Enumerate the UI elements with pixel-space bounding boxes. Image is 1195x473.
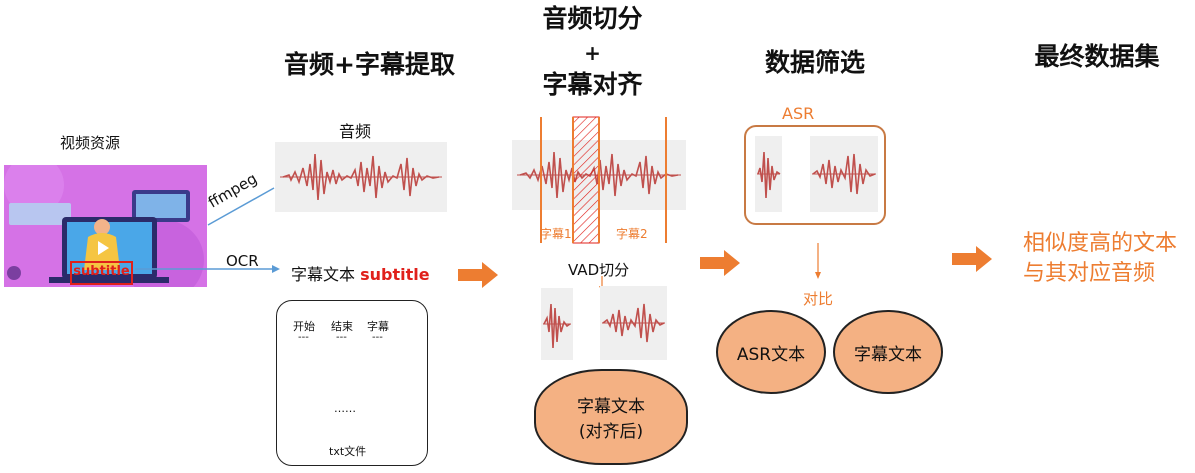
table-header-subtitle: 字幕 xyxy=(367,320,389,333)
split-waveform-1 xyxy=(541,288,573,360)
video-source-image: subtitle xyxy=(4,165,207,287)
audio-label: 音频 xyxy=(338,122,371,141)
table-header-end: 结束 xyxy=(331,320,353,333)
stage-title-align-line2: 字幕对齐 xyxy=(542,70,643,99)
table-dash-subtitle: --- xyxy=(372,332,383,343)
subtitle-text-prefix: 字幕文本 xyxy=(291,265,356,284)
final-dataset-text: 相似度高的文本 与其对应音频 xyxy=(1023,229,1177,289)
split-waveform-2 xyxy=(600,286,667,360)
vad-label: VAD切分 xyxy=(568,261,630,279)
segment-label-1: 字幕1 xyxy=(540,227,572,241)
table-header-start: 开始 xyxy=(293,320,315,333)
table-dash-start: --- xyxy=(298,332,309,343)
asr-text-blob: ASR文本 xyxy=(716,310,826,394)
aligned-subtitle-line2: (对齐后) xyxy=(578,422,644,442)
ocr-arrowhead xyxy=(272,265,280,273)
video-source-label: 视频资源 xyxy=(59,134,120,152)
asr-label: ASR xyxy=(782,104,815,123)
stage-title-align-line1: 音频切分 xyxy=(542,4,643,33)
filter-subtitle-text-label: 字幕文本 xyxy=(854,344,922,365)
compare-arrowhead xyxy=(815,272,821,279)
final-dataset-line1: 相似度高的文本 xyxy=(1023,231,1178,256)
segment-label-2: 字幕2 xyxy=(616,227,648,241)
compare-label: 对比 xyxy=(803,290,834,308)
subtitle-text-label: 字幕文本 subtitle xyxy=(291,261,430,285)
stage-title-filter: 数据筛选 xyxy=(764,48,865,77)
table-dash-end: --- xyxy=(336,332,347,343)
ocr-label: OCR xyxy=(226,252,259,270)
audio-waveform xyxy=(275,142,447,212)
stage-arrow-2 xyxy=(700,250,740,276)
aligned-subtitle-text: 字幕文本 (对齐后) xyxy=(577,392,645,442)
subtitle-tag: subtitle xyxy=(73,264,130,279)
txt-file-box: 开始 结束 字幕 --- --- --- …… txt文件 xyxy=(276,300,428,466)
table-ellipsis: …… xyxy=(334,402,356,415)
asr-box xyxy=(744,125,886,225)
stage-arrow-1 xyxy=(458,262,498,288)
aligned-subtitle-line1: 字幕文本 xyxy=(577,397,645,417)
stage-title-extract: 音频+字幕提取 xyxy=(284,50,455,79)
aligned-subtitle-blob: 字幕文本 (对齐后) xyxy=(534,369,688,465)
subtitle-highlight-box xyxy=(70,261,133,285)
stage-arrow-3 xyxy=(952,246,992,272)
asr-waveform-2 xyxy=(810,136,878,212)
ffmpeg-label: ffmpeg xyxy=(205,169,261,212)
txt-file-label: txt文件 xyxy=(329,445,367,458)
subtitle-text-blob: 字幕文本 xyxy=(833,310,943,394)
asr-waveform-1 xyxy=(755,136,782,212)
asr-text-label: ASR文本 xyxy=(736,344,806,365)
stage-title-final: 最终数据集 xyxy=(1034,42,1160,71)
subtitle-text-word: subtitle xyxy=(360,265,430,284)
final-dataset-line2: 与其对应音频 xyxy=(1023,261,1156,286)
stage-title-align-plus: + xyxy=(584,41,601,65)
align-waveform xyxy=(512,140,686,210)
